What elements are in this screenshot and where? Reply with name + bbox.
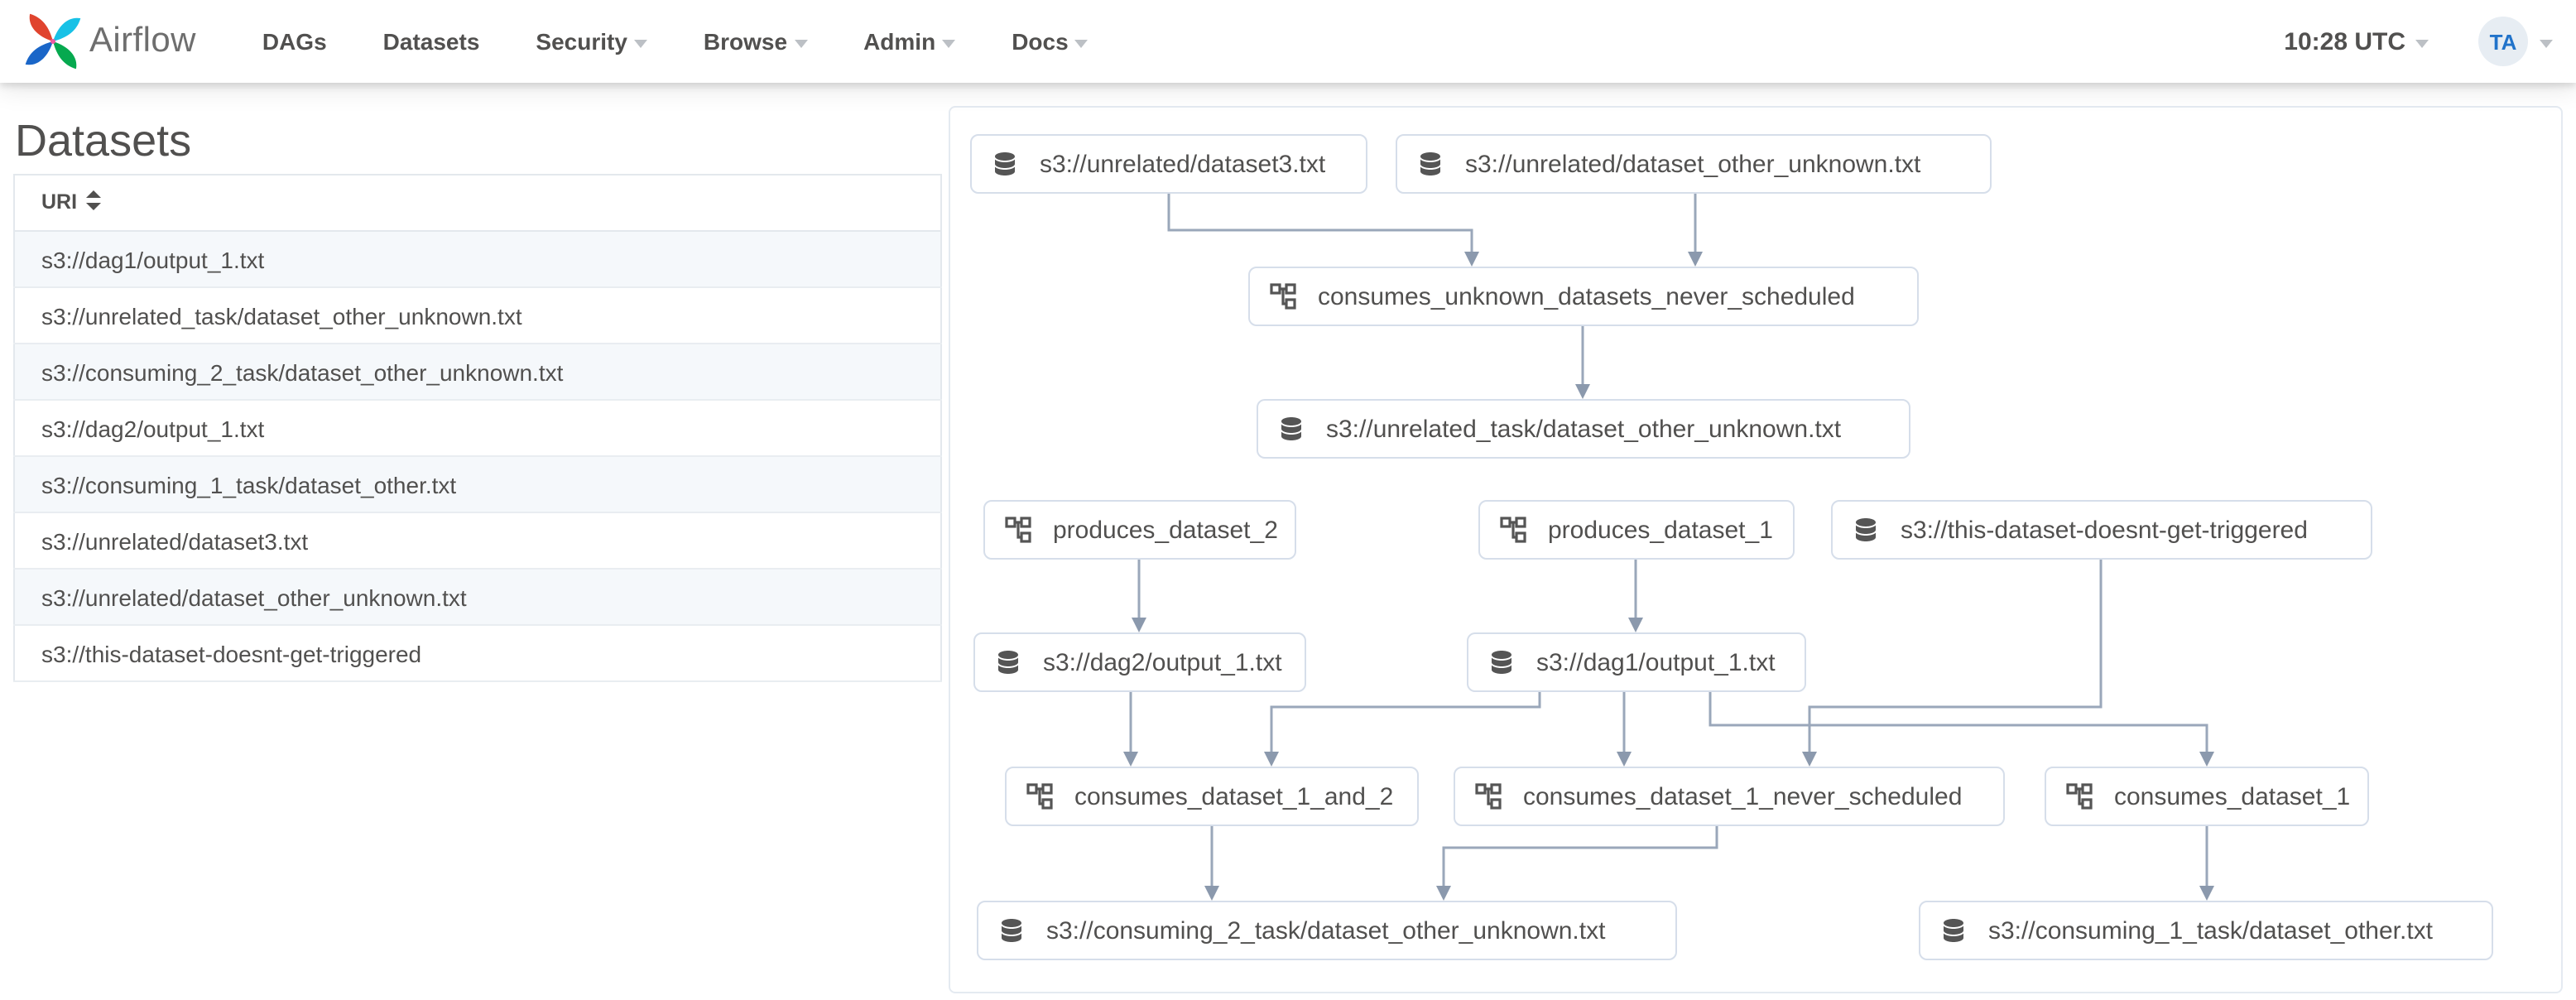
navbar-right: 10:28 UTC TA	[2284, 17, 2553, 66]
graph-node-dataset[interactable]: s3://consuming_2_task/dataset_other_unkn…	[977, 901, 1677, 960]
graph-node-dag[interactable]: produces_dataset_1	[1478, 500, 1795, 560]
graph-node-label: produces_dataset_1	[1548, 516, 1773, 544]
database-icon	[1853, 517, 1879, 543]
chevron-down-icon	[1074, 39, 1089, 47]
table-row[interactable]: s3://unrelated/dataset3.txt	[14, 512, 941, 570]
table-row[interactable]: s3://dag2/output_1.txt	[14, 400, 941, 457]
table-row[interactable]: s3://unrelated_task/dataset_other_unknow…	[14, 287, 941, 344]
graph-node-dag[interactable]: consumes_dataset_1	[2045, 767, 2369, 826]
database-icon	[995, 649, 1021, 675]
database-icon	[1940, 917, 1967, 944]
graph-node-dag[interactable]: consumes_unknown_datasets_never_schedule…	[1248, 267, 1919, 326]
chevron-down-icon	[2415, 39, 2429, 47]
chevron-down-icon	[633, 39, 647, 47]
database-icon	[992, 151, 1018, 177]
dag-icon	[1500, 517, 1526, 543]
dag-icon	[1005, 517, 1031, 543]
graph-node-label: s3://unrelated_task/dataset_other_unknow…	[1326, 415, 1842, 443]
graph-node-label: consumes_dataset_1	[2114, 782, 2351, 810]
nav-item-dags[interactable]: DAGs	[262, 28, 327, 55]
table-row[interactable]: s3://this-dataset-doesnt-get-triggered	[14, 625, 941, 682]
table-row[interactable]: s3://dag1/output_1.txt	[14, 231, 941, 288]
dag-icon	[1475, 783, 1502, 810]
brand-name: Airflow	[89, 22, 196, 60]
nav-item-browse[interactable]: Browse	[704, 28, 808, 55]
table-row[interactable]: s3://unrelated/dataset_other_unknown.txt	[14, 569, 941, 626]
column-header-uri[interactable]: URI	[14, 175, 941, 232]
graph-node-label: consumes_dataset_1_and_2	[1074, 782, 1394, 810]
navbar: Airflow DAGs Datasets Security Browse Ad…	[0, 0, 2576, 83]
graph-node-dataset[interactable]: s3://consuming_1_task/dataset_other.txt	[1919, 901, 2493, 960]
clock-dropdown[interactable]: 10:28 UTC	[2284, 27, 2429, 55]
graph-node-label: s3://dag2/output_1.txt	[1043, 648, 1282, 676]
table-header-row: URI	[14, 175, 941, 232]
graph-node-dataset[interactable]: s3://unrelated_task/dataset_other_unknow…	[1257, 399, 1910, 459]
graph-node-label: s3://this-dataset-doesnt-get-triggered	[1901, 516, 2308, 544]
avatar: TA	[2478, 17, 2528, 66]
graph-node-dag[interactable]: consumes_dataset_1_never_scheduled	[1454, 767, 2005, 826]
graph-node-dataset[interactable]: s3://unrelated/dataset_other_unknown.txt	[1396, 134, 1992, 194]
table-row[interactable]: s3://consuming_2_task/dataset_other_unkn…	[14, 344, 941, 401]
graph-node-label: consumes_dataset_1_never_scheduled	[1523, 782, 1963, 810]
page-title: Datasets	[15, 116, 192, 166]
database-icon	[998, 917, 1025, 944]
graph-node-label: s3://consuming_1_task/dataset_other.txt	[1988, 916, 2433, 945]
nav-menu: DAGs Datasets Security Browse Admin Docs	[262, 28, 1089, 55]
dataset-dependency-graph: s3://unrelated/dataset3.txt s3://unrelat…	[949, 106, 2563, 993]
dag-icon	[1270, 283, 1296, 310]
graph-node-label: s3://unrelated/dataset3.txt	[1040, 150, 1326, 178]
datasets-table: URI s3://dag1/output_1.txt s3://unrelate…	[13, 174, 942, 682]
nav-item-docs[interactable]: Docs	[1012, 28, 1089, 55]
chevron-down-icon	[942, 39, 956, 47]
database-icon	[1488, 649, 1515, 675]
dag-icon	[2066, 783, 2093, 810]
nav-item-admin[interactable]: Admin	[863, 28, 956, 55]
airflow-logo[interactable]: Airflow	[23, 12, 196, 71]
nav-item-security[interactable]: Security	[536, 28, 647, 55]
dag-icon	[1026, 783, 1053, 810]
graph-node-dataset[interactable]: s3://dag1/output_1.txt	[1467, 632, 1806, 692]
user-menu[interactable]: TA	[2478, 17, 2553, 66]
graph-node-label: s3://unrelated/dataset_other_unknown.txt	[1465, 150, 1921, 178]
graph-edges	[1123, 194, 2214, 901]
sort-icon	[85, 190, 101, 215]
table-row[interactable]: s3://consuming_1_task/dataset_other.txt	[14, 456, 941, 513]
graph-node-label: consumes_unknown_datasets_never_schedule…	[1318, 282, 1855, 310]
database-icon	[1278, 416, 1305, 442]
clock-label: 10:28 UTC	[2284, 27, 2405, 55]
database-icon	[1417, 151, 1444, 177]
graph-node-label: s3://consuming_2_task/dataset_other_unkn…	[1046, 916, 1606, 945]
graph-node-dataset[interactable]: s3://this-dataset-doesnt-get-triggered	[1831, 500, 2372, 560]
graph-node-dataset[interactable]: s3://unrelated/dataset3.txt	[970, 134, 1367, 194]
nav-item-datasets[interactable]: Datasets	[382, 28, 480, 55]
graph-node-dataset[interactable]: s3://dag2/output_1.txt	[973, 632, 1306, 692]
chevron-down-icon	[2540, 39, 2553, 47]
graph-node-dag[interactable]: produces_dataset_2	[983, 500, 1296, 560]
graph-node-label: produces_dataset_2	[1053, 516, 1278, 544]
graph-node-label: s3://dag1/output_1.txt	[1536, 648, 1776, 676]
chevron-down-icon	[794, 39, 808, 47]
airflow-pinwheel-icon	[23, 12, 83, 71]
graph-node-dag[interactable]: consumes_dataset_1_and_2	[1005, 767, 1419, 826]
